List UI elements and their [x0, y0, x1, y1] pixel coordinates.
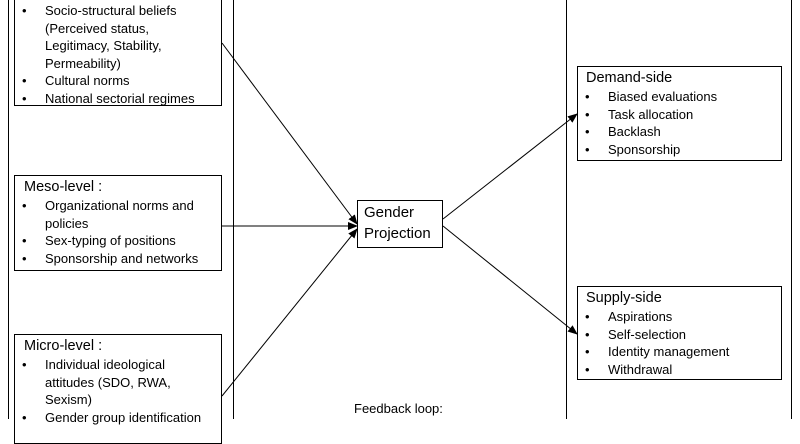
arrow-micro-to-projection — [221, 228, 358, 397]
demand-side-box: Demand-side Biased evaluations Task allo… — [577, 66, 782, 161]
demand-side-title: Demand-side — [586, 70, 673, 86]
list-item: Socio-structural beliefs (Perceived stat… — [17, 2, 217, 72]
right-panel-divider — [566, 0, 567, 419]
meso-level-list: Organizational norms and policies Sex-ty… — [17, 197, 217, 267]
list-item: Aspirations — [580, 308, 777, 326]
list-item: Self-selection — [580, 326, 777, 344]
list-item: Cultural norms — [17, 72, 217, 90]
feedback-loop-label: Feedback loop: — [354, 401, 443, 416]
arrow-projection-to-demand — [442, 113, 578, 220]
macro-level-box: Socio-structural beliefs (Perceived stat… — [14, 0, 222, 107]
arrow-macro-to-projection — [221, 42, 358, 225]
supply-side-list: Aspirations Self-selection Identity mana… — [580, 308, 777, 378]
right-frame-line — [791, 0, 792, 419]
supply-side-box: Supply-side Aspirations Self-selection I… — [577, 286, 782, 380]
list-item: Gender group identification — [17, 409, 217, 427]
left-panel-divider — [233, 0, 234, 419]
list-item: Organizational norms and policies — [17, 197, 217, 232]
list-item: Task allocation — [580, 106, 777, 124]
macro-level-list: Socio-structural beliefs (Perceived stat… — [17, 2, 217, 107]
connector-arrows — [221, 42, 578, 397]
micro-level-title: Micro-level : — [24, 338, 103, 354]
list-item: Sponsorship and networks — [17, 250, 217, 268]
supply-side-title: Supply-side — [586, 290, 662, 306]
gender-projection-line1: Gender — [364, 204, 415, 221]
gender-projection-line2: Projection — [364, 225, 431, 242]
list-item: Withdrawal — [580, 361, 777, 379]
list-item: Sponsorship — [580, 141, 777, 159]
list-item: Identity management — [580, 343, 777, 361]
micro-level-box: Micro-level : Individual ideological att… — [14, 334, 222, 444]
arrow-projection-to-supply — [442, 225, 578, 335]
micro-level-list: Individual ideological attitudes (SDO, R… — [17, 356, 217, 426]
list-item: Biased evaluations — [580, 88, 777, 106]
list-item: Individual ideological attitudes (SDO, R… — [17, 356, 217, 409]
demand-side-list: Biased evaluations Task allocation Backl… — [580, 88, 777, 158]
list-item: Backlash — [580, 123, 777, 141]
meso-level-box: Meso-level : Organizational norms and po… — [14, 175, 222, 271]
gender-projection-box: Gender Projection — [357, 200, 443, 248]
list-item: National sectorial regimes — [17, 90, 217, 108]
meso-level-title: Meso-level : — [24, 179, 103, 195]
left-frame-line — [8, 0, 9, 419]
list-item: Sex-typing of positions — [17, 232, 217, 250]
